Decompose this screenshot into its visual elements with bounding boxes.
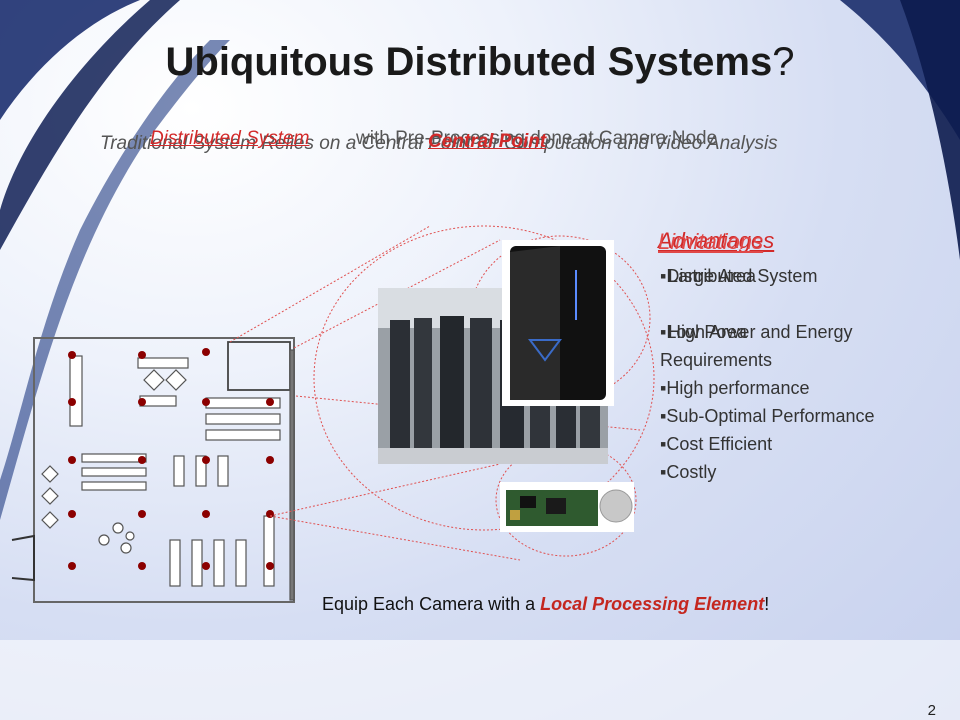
page-number: 2: [927, 702, 936, 719]
embedded-board-image: [500, 482, 634, 532]
slide-title: Ubiquitous Distributed Systems?: [0, 40, 960, 85]
bottom-emphasis: Local Processing Element: [540, 594, 765, 614]
decor-band-right-2: [900, 0, 960, 260]
title-mark: ?: [772, 40, 795, 84]
bottom-statement: Equip Each Camera with a Local Processin…: [322, 594, 769, 615]
title-text: Ubiquitous Distributed Systems: [165, 40, 773, 84]
camera-markers: [68, 348, 274, 570]
bottom-suffix: !: [764, 594, 770, 614]
decor-band-left: [0, 0, 140, 120]
heading-advantages: Advantages: [658, 228, 775, 253]
heading-limitations: Limitations: [658, 229, 764, 254]
floor-plan: [11, 337, 295, 603]
bottom-prefix: Equip Each Camera with a: [322, 594, 541, 614]
computer-tower-image: [502, 240, 614, 406]
